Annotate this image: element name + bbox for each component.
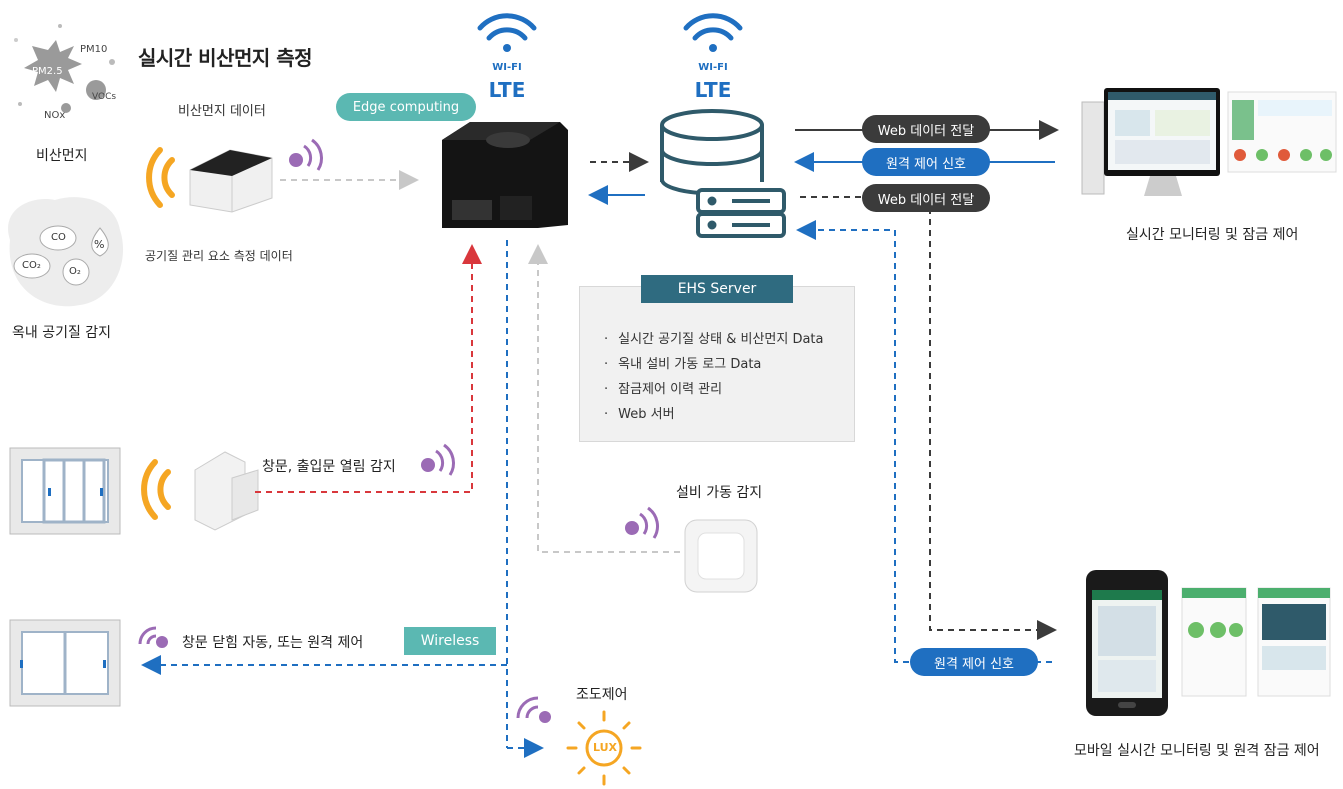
equipment-sensor-device [684,519,758,593]
signal-arcs-icon [141,459,171,520]
door-sensor-device [194,451,259,531]
equipment-label: 설비 가동 감지 [676,485,763,501]
desktop-label: 실시간 모니터링 및 잠금 제어 [1126,227,1299,243]
mobile-phone [1086,570,1168,716]
ehs-server-list: 실시간 공기질 상태 & 비산먼지 Data 옥내 설비 가동 로그 Data … [604,328,824,428]
window-close-label: 창문 닫힘 자동, 또는 원격 제어 [182,635,364,651]
ehs-item: 실시간 공기질 상태 & 비산먼지 Data [604,328,823,353]
ehs-server-title: EHS Server [641,275,793,303]
dust-icon [14,24,115,113]
mobile-label: 모바일 실시간 모니터링 및 원격 잠금 제어 [1074,743,1320,759]
edge-computing-tag: Edge computing [336,93,476,121]
lighting-label: 조도제어 [576,687,628,703]
zigbee-icon [516,696,551,723]
gas-co: CO [51,232,66,243]
zigbee-icon [625,506,659,539]
edge-device [442,122,568,228]
gas-o2: O₂ [69,266,81,277]
window-open-icon [9,447,121,535]
particle-nox: NOx [44,110,66,121]
diagram-title: 실시간 비산먼지 측정 [138,46,313,70]
dashboard-screenshot [1227,91,1337,173]
zigbee-icon [421,443,455,476]
wifi-label-right: WI-FI [698,62,728,73]
lte-label-right: LTE [694,78,732,102]
remote-signal-pill-1: 원격 제어 신호 [862,148,990,176]
particle-vocs: VOCs [92,92,117,102]
particle-pm10: PM10 [80,44,108,55]
signal-arcs-icon [146,147,175,208]
dust-label: 비산먼지 [36,148,88,164]
sensor-label-top: 비산먼지 데이터 [178,104,266,119]
particle-pm25: PM2.5 [32,66,63,77]
remote-signal-pill-2: 원격 제어 신호 [910,648,1038,676]
indoor-air-icon [8,197,124,307]
database-icon [660,109,764,195]
gas-percent: % [94,238,105,251]
wifi-icon-right [683,13,743,52]
ehs-item: 옥내 설비 가동 로그 Data [604,353,824,378]
web-send-pill-2: Web 데이터 전달 [862,184,990,212]
gas-co2: CO₂ [22,260,41,271]
lux-text: LUX [593,741,618,754]
window-close-icon [9,619,121,707]
desktop-monitor [1081,88,1220,196]
indoor-air-label: 옥내 공기질 감지 [12,325,112,341]
mobile-screenshot [1181,587,1331,697]
web-send-pill-1: Web 데이터 전달 [862,115,990,143]
lte-label-left: LTE [488,78,526,102]
wifi-label-left: WI-FI [492,62,522,73]
server-icon [696,188,786,238]
wireless-tag: Wireless [404,627,496,655]
zigbee-icon [138,626,168,648]
lux-sun-icon [566,710,642,786]
ehs-item: 잠금제어 이력 관리 [604,378,824,403]
sensor-label-bottom: 공기질 관리 요소 측정 데이터 [145,249,293,263]
zigbee-icon [289,138,323,171]
dust-sensor-device [189,149,273,213]
wifi-icon-left [477,13,537,52]
ehs-item: Web 서버 [604,403,824,428]
window-open-label: 창문, 출입문 열림 감지 [262,459,396,475]
